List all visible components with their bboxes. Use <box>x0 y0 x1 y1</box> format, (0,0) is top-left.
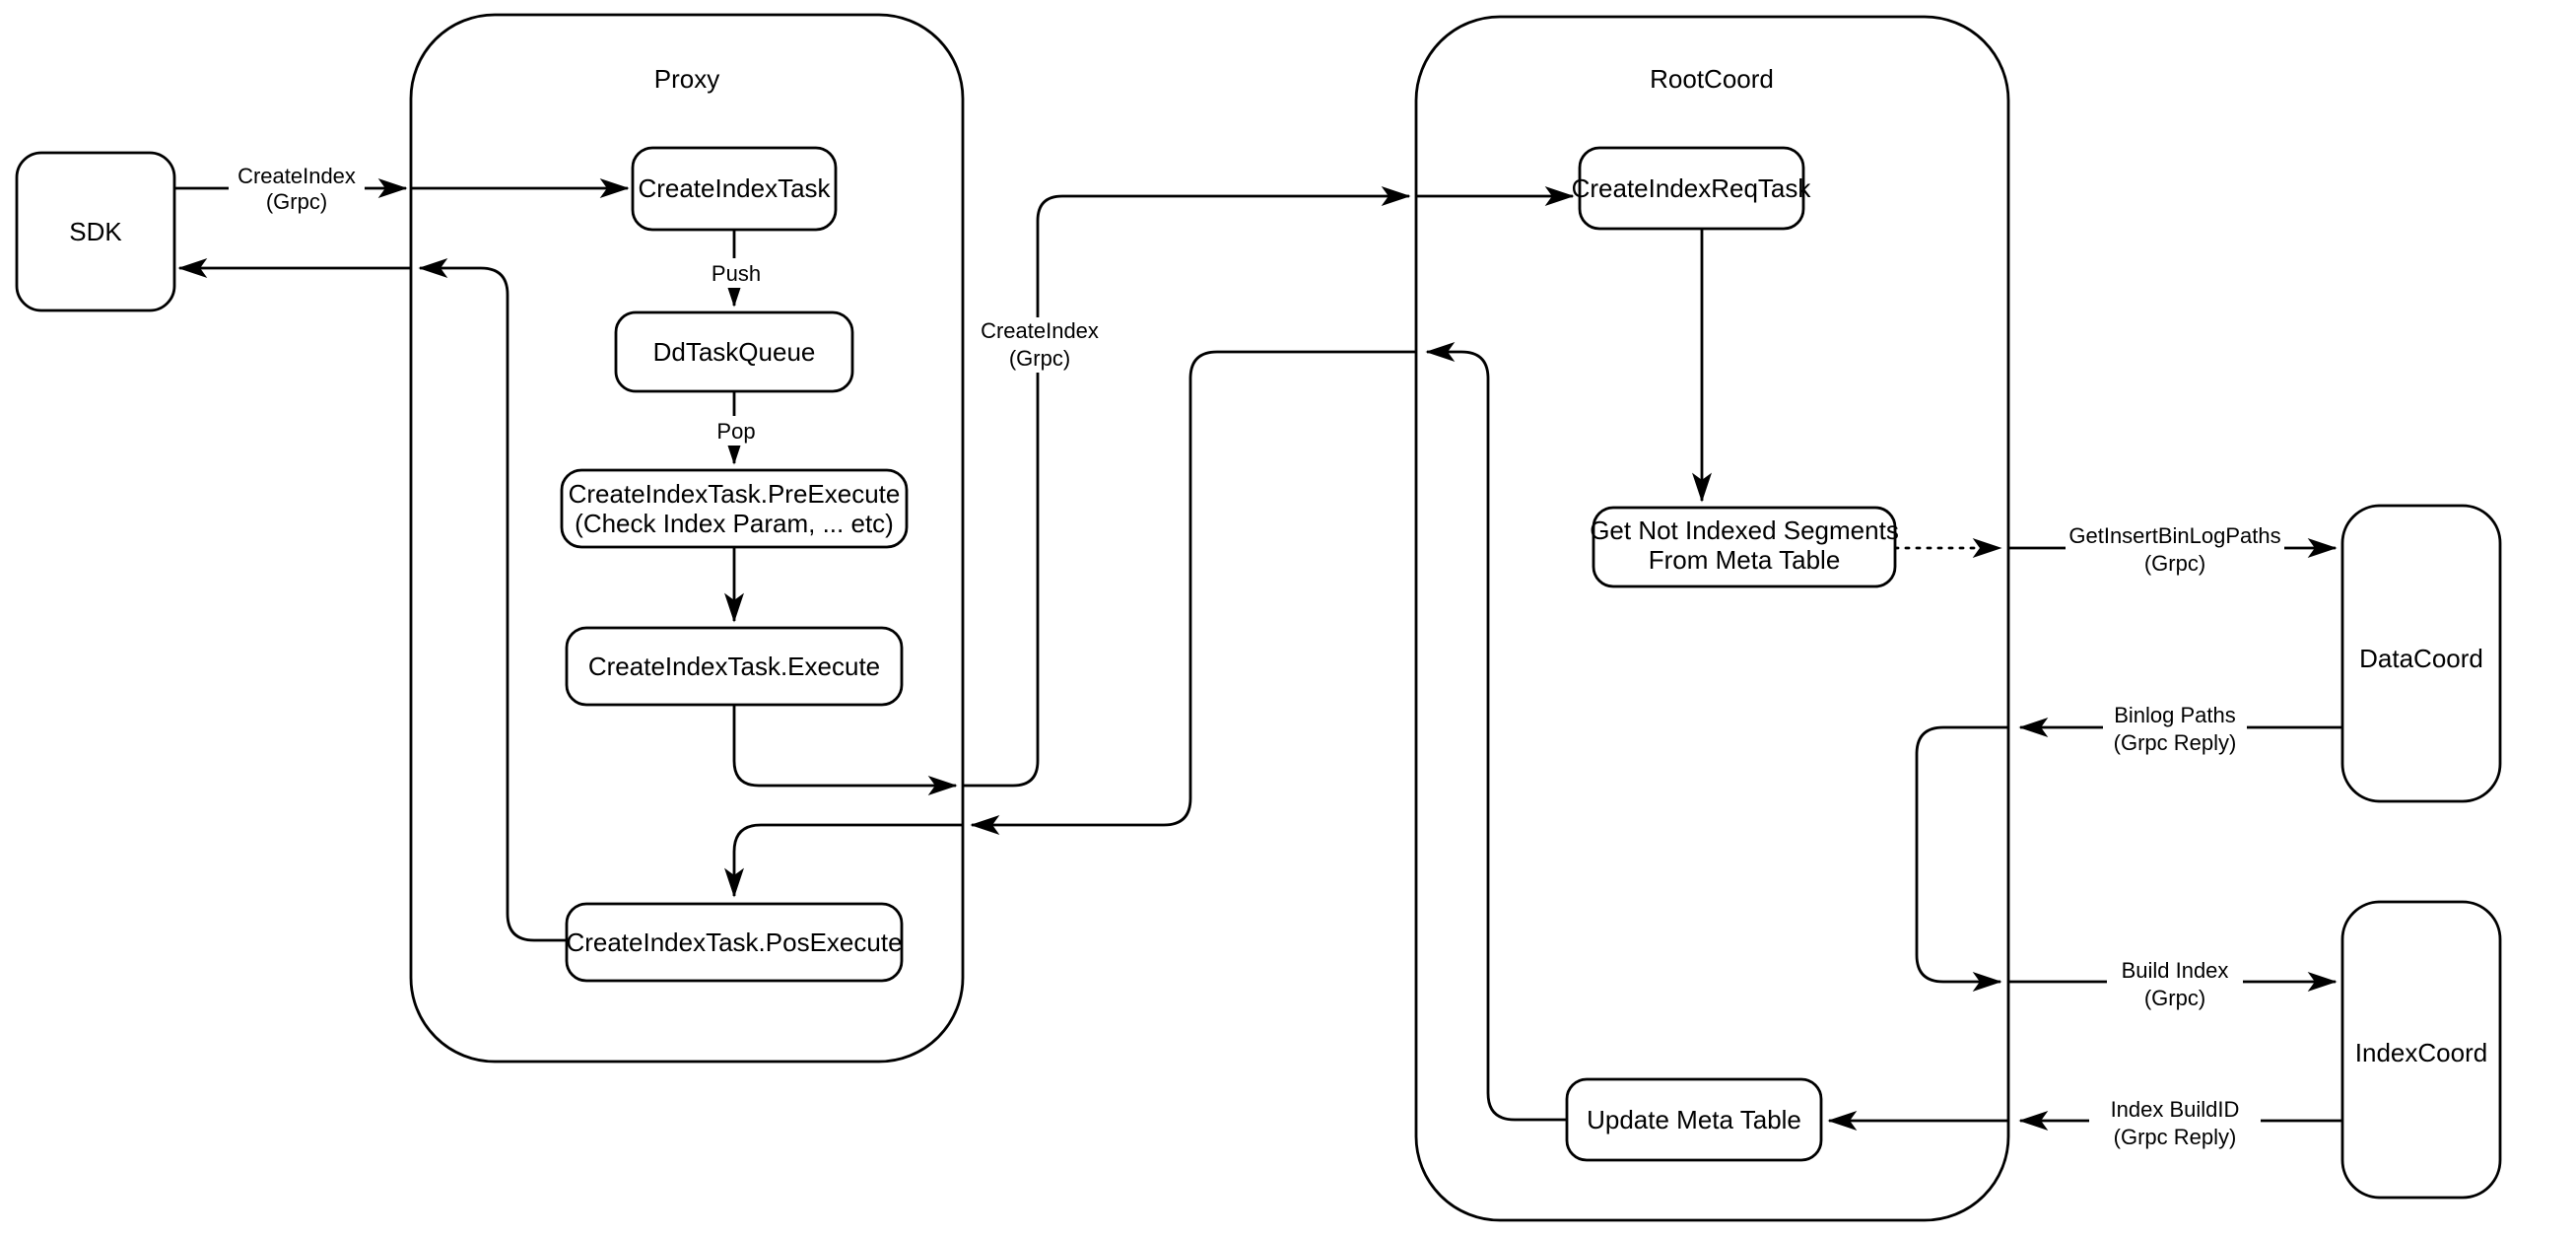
get-not-indexed-label-line1: Get Not Indexed Segments <box>1590 515 1899 545</box>
label-bg <box>2103 702 2247 755</box>
node-create-index-req-task: CreateIndexReqTask <box>1572 146 1812 231</box>
get-not-indexed-box <box>1592 506 1897 588</box>
node-get-not-indexed: Get Not Indexed Segments From Meta Table <box>1590 506 1899 588</box>
execute-box <box>565 626 904 707</box>
label-bg <box>2066 522 2284 578</box>
node-execute: CreateIndexTask.Execute <box>565 626 904 707</box>
dd-task-queue-label: DdTaskQueue <box>653 337 816 367</box>
rootcoord-container <box>1414 15 2010 1222</box>
label-bg <box>702 258 771 288</box>
rootcoord-title: RootCoord <box>1650 64 1774 94</box>
datacoord-label: DataCoord <box>2359 644 2483 673</box>
create-index-task-box <box>631 146 838 232</box>
pre-execute-box <box>560 468 909 549</box>
push-label: Push <box>712 261 761 286</box>
update-meta-table-box <box>1565 1077 1823 1162</box>
index-buildid-line2: (Grpc Reply) <box>2114 1125 2237 1149</box>
get-insert-binlog-paths-line2: (Grpc) <box>2144 551 2205 576</box>
pop-label: Pop <box>716 419 755 444</box>
proxy-create-index-line2: (Grpc) <box>1009 346 1070 371</box>
edge-rootcoord-edge-to-proxy-edge <box>970 350 1416 835</box>
indexcoord-label: IndexCoord <box>2355 1038 2487 1067</box>
proxy-create-index-line1: CreateIndex <box>981 318 1099 343</box>
label-bg <box>2107 957 2243 1010</box>
edge-proxy-edge-to-posexecute <box>724 823 963 898</box>
edge-execute-to-proxy-edge <box>732 705 958 795</box>
binlog-paths-line2: (Grpc Reply) <box>2114 730 2237 755</box>
sdk-create-index-line1: CreateIndex <box>237 164 356 188</box>
node-pos-execute: CreateIndexTask.PosExecute <box>565 902 904 983</box>
edge-label-binlog-paths: Binlog Paths (Grpc Reply) <box>2103 702 2247 755</box>
node-create-index-task: CreateIndexTask <box>631 146 838 232</box>
build-index-line1: Build Index <box>2122 958 2229 983</box>
create-index-task-label: CreateIndexTask <box>638 173 831 203</box>
label-bg <box>707 416 766 446</box>
label-bg <box>2089 1096 2261 1149</box>
node-dd-task-queue: DdTaskQueue <box>614 310 854 393</box>
edge-label-get-insert-binlog-paths: GetInsertBinLogPaths (Grpc) <box>2066 522 2284 578</box>
edge-label-sdk-create-index: CreateIndex (Grpc) <box>229 164 365 215</box>
dd-task-queue-box <box>614 310 854 393</box>
node-sdk: SDK <box>15 151 176 312</box>
pre-execute-label-line1: CreateIndexTask.PreExecute <box>569 479 901 509</box>
edge-label-build-index: Build Index (Grpc) <box>2107 957 2243 1010</box>
create-index-req-task-box <box>1578 146 1805 231</box>
update-meta-table-label: Update Meta Table <box>1587 1105 1801 1134</box>
node-pre-execute: CreateIndexTask.PreExecute (Check Index … <box>560 468 909 549</box>
label-bg <box>971 317 1107 373</box>
edge-label-push: Push <box>702 258 771 288</box>
node-datacoord: DataCoord <box>2340 504 2502 803</box>
datacoord-box <box>2340 504 2502 803</box>
sdk-create-index-line2: (Grpc) <box>266 189 327 214</box>
edge-updatemeta-to-rootcoord-edge <box>1425 342 1567 1122</box>
proxy-container <box>409 13 965 1064</box>
edge-posexecute-to-proxy-edge <box>418 258 567 942</box>
index-buildid-line1: Index BuildID <box>2111 1097 2240 1122</box>
edge-label-index-buildid: Index BuildID (Grpc Reply) <box>2089 1096 2261 1149</box>
execute-label: CreateIndexTask.Execute <box>588 652 880 681</box>
pre-execute-label-line2: (Check Index Param, ... etc) <box>575 509 894 538</box>
get-insert-binlog-paths-line1: GetInsertBinLogPaths <box>2068 523 2280 548</box>
indexcoord-box <box>2340 900 2502 1200</box>
binlog-paths-line1: Binlog Paths <box>2114 703 2236 727</box>
node-update-meta-table: Update Meta Table <box>1565 1077 1823 1162</box>
label-bg <box>229 164 365 215</box>
edge-binlog-uturn <box>1915 725 2008 992</box>
sdk-label: SDK <box>69 217 122 246</box>
sdk-box <box>15 151 176 312</box>
edge-label-pop: Pop <box>707 416 766 446</box>
edge-label-proxy-create-index: CreateIndex (Grpc) <box>971 317 1107 373</box>
get-not-indexed-label-line2: From Meta Table <box>1649 545 1841 575</box>
pos-execute-label: CreateIndexTask.PosExecute <box>566 927 902 957</box>
proxy-title: Proxy <box>654 64 719 94</box>
build-index-line2: (Grpc) <box>2144 986 2205 1010</box>
create-index-req-task-label: CreateIndexReqTask <box>1572 173 1812 203</box>
edge-proxy-edge-to-rootcoord <box>963 186 1411 788</box>
node-indexcoord: IndexCoord <box>2340 900 2502 1200</box>
pos-execute-box <box>565 902 904 983</box>
